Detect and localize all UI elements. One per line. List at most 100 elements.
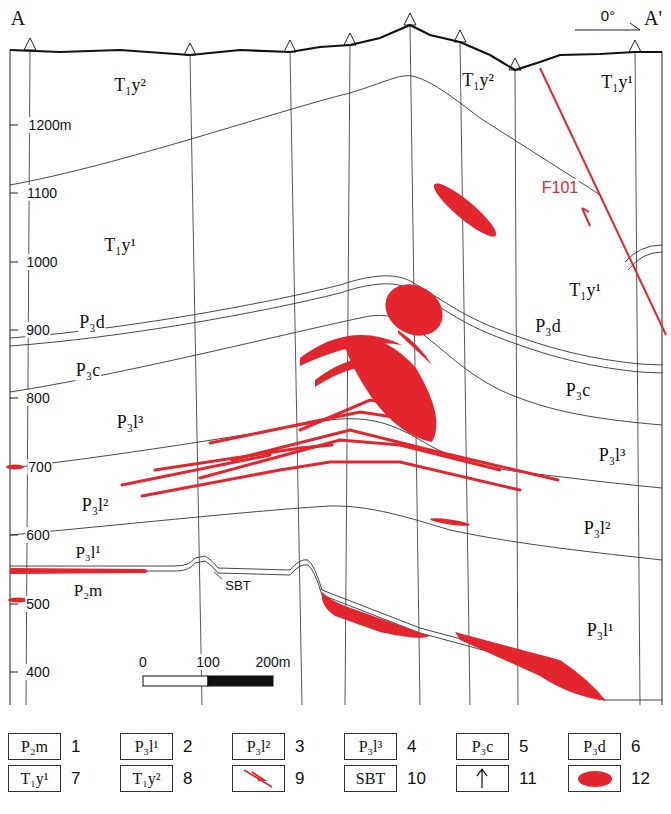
formation-label: P₃d: [78, 312, 105, 333]
orebody: [429, 177, 502, 242]
formation-label: P₃l²: [81, 495, 110, 516]
stratum-boundary: [214, 572, 222, 579]
legend-box: P₃l²: [232, 733, 285, 760]
legend-number: 5: [518, 737, 529, 757]
legend-number: 6: [630, 737, 641, 757]
legend-number: 3: [294, 737, 305, 757]
orebody: [6, 177, 606, 701]
formation-label: T₁y¹: [103, 235, 137, 256]
orebody: [232, 430, 558, 480]
formation-label: P₃l³: [598, 445, 627, 466]
legend-box: P₃l¹: [120, 733, 173, 760]
section-end: A: [10, 7, 26, 30]
scale-bar: [143, 676, 273, 686]
orebody: [322, 592, 430, 638]
orebody: [122, 455, 270, 485]
legend-sample-box: [457, 766, 509, 792]
frame-line: [10, 23, 662, 705]
survey-triangle: [404, 13, 416, 25]
scale-bar: [143, 676, 208, 686]
orebody: [300, 400, 402, 430]
orebody: [142, 462, 520, 496]
legend-box: T₁y¹: [8, 765, 61, 792]
formation-label: P₃d: [534, 316, 561, 337]
fault-line: [582, 208, 590, 226]
formation-label: T₁y¹: [568, 280, 602, 301]
orebody: [376, 274, 452, 346]
survey-triangle: [184, 43, 196, 55]
formation-label: P₂m: [73, 581, 104, 601]
stratum-boundary: [10, 315, 662, 425]
orebody: [10, 568, 148, 574]
frame-line: [10, 604, 18, 605]
frame-line: [10, 672, 18, 673]
stratum-boundary: [10, 76, 662, 700]
elevation-label: 500: [25, 596, 50, 612]
drillhole: [515, 70, 518, 705]
stratum-boundary: [10, 419, 662, 488]
legend-box: P₃c: [456, 733, 509, 760]
scale-label: 100: [195, 654, 220, 670]
orebody: [430, 517, 470, 528]
azimuth-label: 0°: [600, 7, 616, 24]
legend-code: P₂m: [21, 738, 48, 756]
legend-code: P₃c: [472, 738, 494, 756]
legend-number: 4: [406, 737, 417, 757]
legend-code: P₃d: [583, 738, 605, 756]
stratum-boundary: [10, 561, 600, 700]
stratum-boundary: [10, 284, 662, 373]
frame-line: [10, 193, 18, 194]
legend-number: 7: [70, 769, 81, 789]
legend-number: 12: [630, 769, 651, 789]
north-arrow-symbol: [477, 769, 487, 788]
stratum-boundary: [10, 276, 662, 365]
frame-line: [662, 52, 663, 705]
formation-label: P₃l¹: [586, 620, 615, 641]
legend-code: T₁y¹: [20, 770, 48, 788]
legend-code: SBT: [356, 770, 385, 788]
elevation-label: 900: [25, 322, 50, 338]
formation-label: T₁y²: [113, 75, 147, 96]
scale-bar: [208, 676, 273, 686]
legend-code: P₃l¹: [135, 738, 159, 756]
frame-line: [10, 262, 18, 263]
elevation-label: 700: [27, 459, 52, 475]
legend-code: T₁y²: [132, 770, 160, 788]
orebody-swatch: [578, 771, 612, 787]
frame-line: [10, 398, 18, 399]
scale-label: 0: [138, 654, 148, 670]
legend-sample-box: [233, 766, 285, 792]
orebody: [398, 330, 432, 365]
elevation-label: 1000: [25, 254, 58, 270]
stratum-boundary: [10, 556, 662, 700]
orebody: [122, 400, 558, 496]
legend-number: 9: [294, 769, 305, 789]
orebody: [6, 465, 24, 470]
fault-symbol: [244, 770, 272, 787]
formation-label: P₃l³: [116, 412, 145, 433]
north-arrow-symbol: [477, 769, 487, 788]
fault-symbol: [244, 770, 272, 787]
legend-box: T₁y²: [120, 765, 173, 792]
elevation-label: 600: [25, 527, 50, 543]
legend-box: P₂m: [8, 733, 61, 760]
legend-number: 11: [518, 769, 538, 789]
topographic-surface: [10, 25, 662, 70]
formation-label: P₃c: [565, 380, 591, 401]
drillhole: [190, 55, 202, 705]
fault-line: [540, 68, 666, 335]
legend-number: 8: [182, 769, 193, 789]
stratum-boundary: [10, 76, 600, 195]
elevation-label: 800: [25, 390, 50, 406]
legend-code: P₃l²: [247, 738, 271, 756]
formation-label: T₁y²: [461, 70, 495, 91]
formation-label: P₃c: [75, 360, 101, 381]
frame-line: [10, 330, 18, 331]
section-end: A': [643, 7, 663, 30]
drillhole: [460, 42, 470, 705]
legend-number: 10: [406, 769, 427, 789]
survey-triangle: [24, 38, 36, 50]
frame-line: [10, 50, 11, 705]
legend-sample-box: [233, 766, 621, 792]
